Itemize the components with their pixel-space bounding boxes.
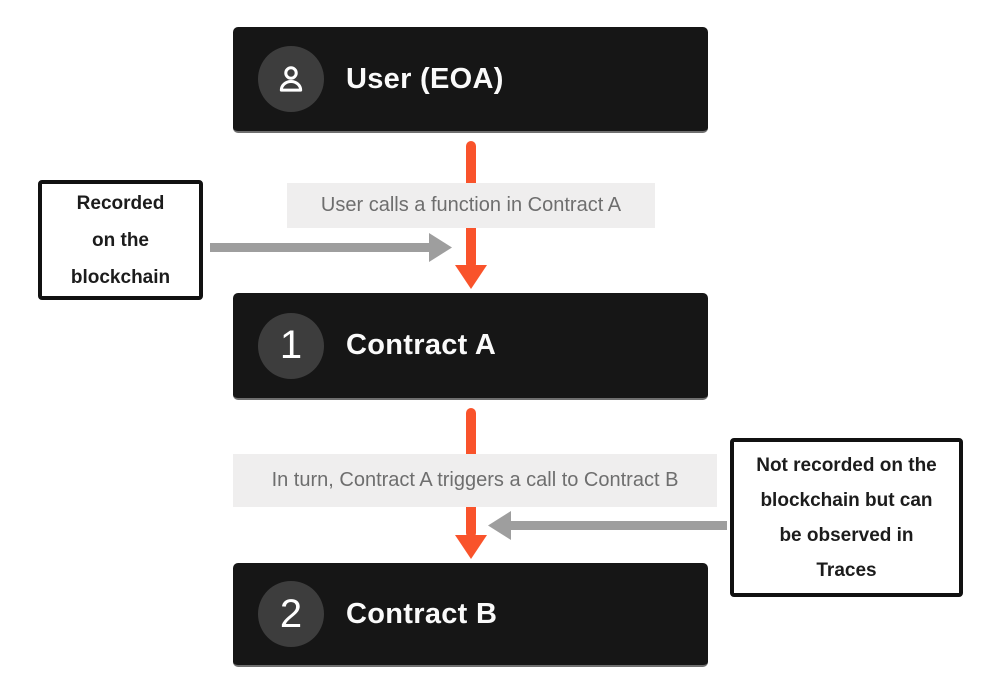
annotation-not-recorded-traces: Not recorded on the blockchain but can b…	[730, 438, 963, 597]
annotation-line: be observed in	[779, 524, 914, 546]
step-badge-1: 1	[258, 312, 324, 379]
node-contract-a: 1 Contract A	[233, 293, 708, 400]
annotation-line: Recorded	[76, 192, 165, 214]
annotation-line: Traces	[816, 559, 877, 581]
user-avatar	[258, 46, 324, 112]
annotation-line: blockchain	[70, 266, 171, 288]
node-contract-b: 2 Contract B	[233, 563, 708, 667]
annotation-arrow-right	[488, 511, 727, 540]
node-user-eoa: User (EOA)	[233, 27, 708, 133]
node-title-contract-a: Contract A	[346, 329, 497, 361]
flow-label-user-call: User calls a function in Contract A	[287, 183, 655, 228]
annotation-recorded-on-chain: Recorded on the blockchain	[38, 180, 203, 300]
annotation-arrow-left	[210, 233, 452, 262]
annotation-line: on the	[92, 229, 149, 251]
node-title-contract-b: Contract B	[346, 597, 498, 630]
flow-label-contract-call: In turn, Contract A triggers a call to C…	[233, 454, 717, 507]
annotation-line: Not recorded on the	[756, 454, 937, 476]
person-icon	[279, 66, 303, 92]
annotation-line: blockchain but can	[760, 489, 933, 511]
step-badge-2: 2	[258, 581, 324, 647]
node-title-user: User (EOA)	[346, 62, 504, 95]
